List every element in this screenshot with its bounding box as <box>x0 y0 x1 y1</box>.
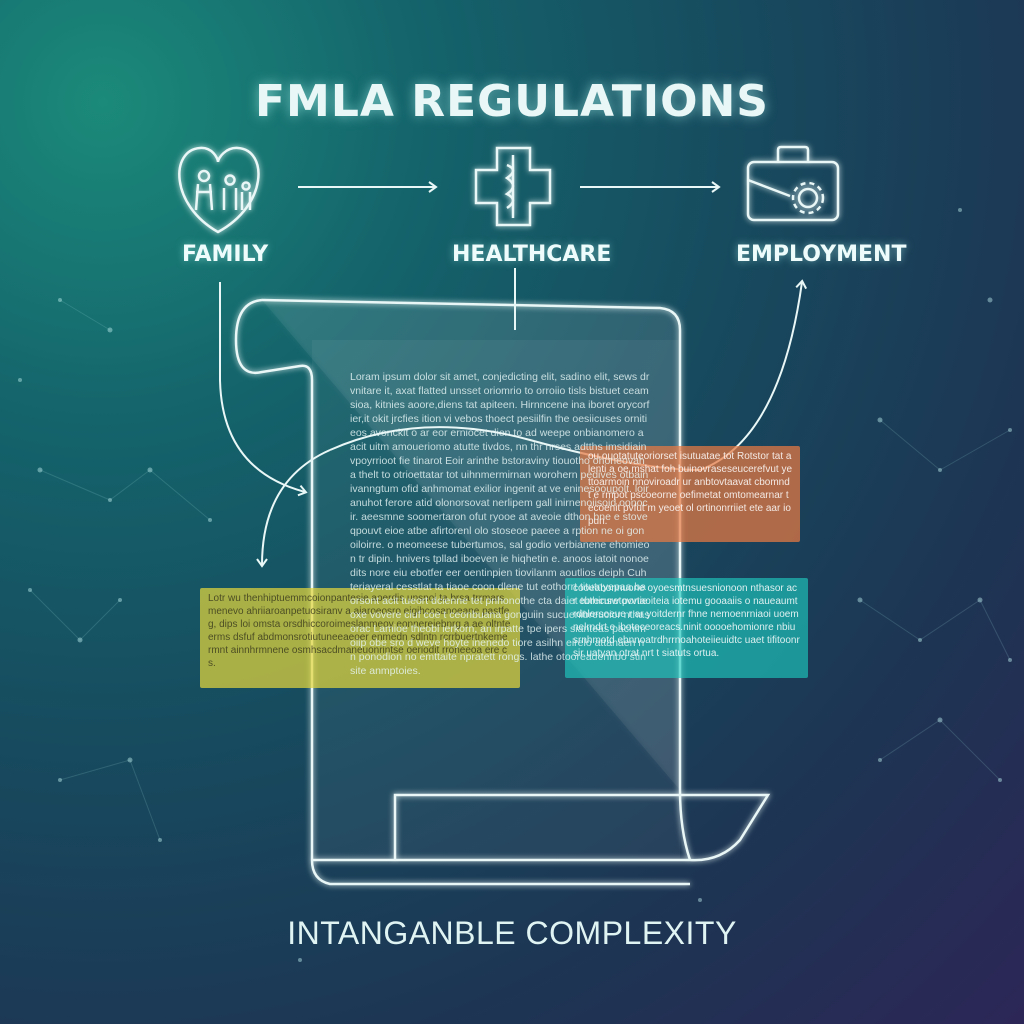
diagram-title: FMLA REGULATIONS <box>254 76 769 127</box>
footer-caption: INTANGANBLE COMPLEXITY <box>287 915 737 951</box>
node-label-family: FAMILY <box>182 242 269 267</box>
node-label-employment: EMPLOYMENT <box>736 242 907 267</box>
family-heart-icon <box>178 146 260 234</box>
node-label-healthcare: HEALTHCARE <box>452 242 612 267</box>
highlight-orange: ou ouotatuteoriorset isutuatae tot Rotst… <box>580 446 800 542</box>
document-body-text: Loram ipsum dolor sit amet, conjedicting… <box>350 371 650 677</box>
highlight-teal: cooeabonnuone oyoesmtnsuesnionoon nthaso… <box>565 578 808 678</box>
briefcase-gear-icon <box>746 145 840 222</box>
highlight-yellow: Lotr wu thenhiptuemmcoionpantesie aoerdi… <box>200 588 520 688</box>
curve-back-to-left <box>256 449 331 568</box>
medical-cross-icon <box>474 146 552 227</box>
